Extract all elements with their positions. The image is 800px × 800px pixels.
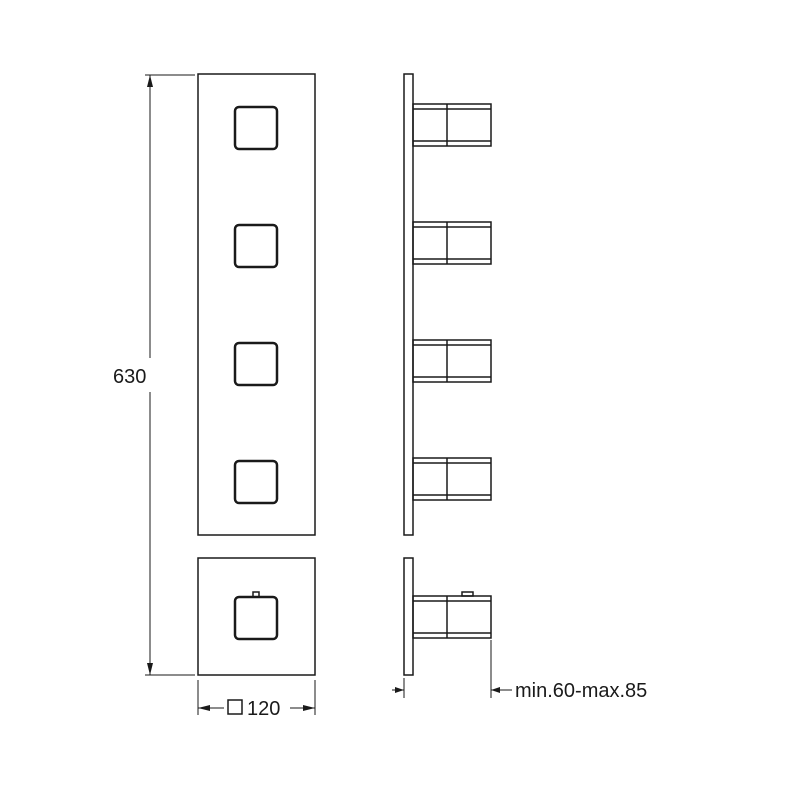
side-knob xyxy=(412,103,492,147)
side-knob xyxy=(412,221,492,265)
side-view-square-unit xyxy=(403,557,492,676)
width-dimension: 120 xyxy=(197,680,316,720)
side-knob xyxy=(412,339,492,383)
square-symbol xyxy=(227,699,243,715)
control-knob xyxy=(233,591,279,641)
side-knob xyxy=(412,591,492,639)
height-label: 630 xyxy=(113,366,146,388)
depth-dimension: min.60-max.85 xyxy=(392,640,647,702)
control-knob xyxy=(233,459,279,505)
height-dimension: 630 xyxy=(113,74,195,676)
control-knob xyxy=(233,223,279,269)
side-knob xyxy=(412,457,492,501)
width-label: 120 xyxy=(247,698,280,720)
side-view-tall-unit xyxy=(403,73,492,536)
front-view-square-plate xyxy=(197,557,316,676)
depth-label: min.60-max.85 xyxy=(515,680,647,702)
front-view-tall-plate xyxy=(197,73,316,536)
control-knob xyxy=(233,105,279,151)
control-knob xyxy=(233,341,279,387)
